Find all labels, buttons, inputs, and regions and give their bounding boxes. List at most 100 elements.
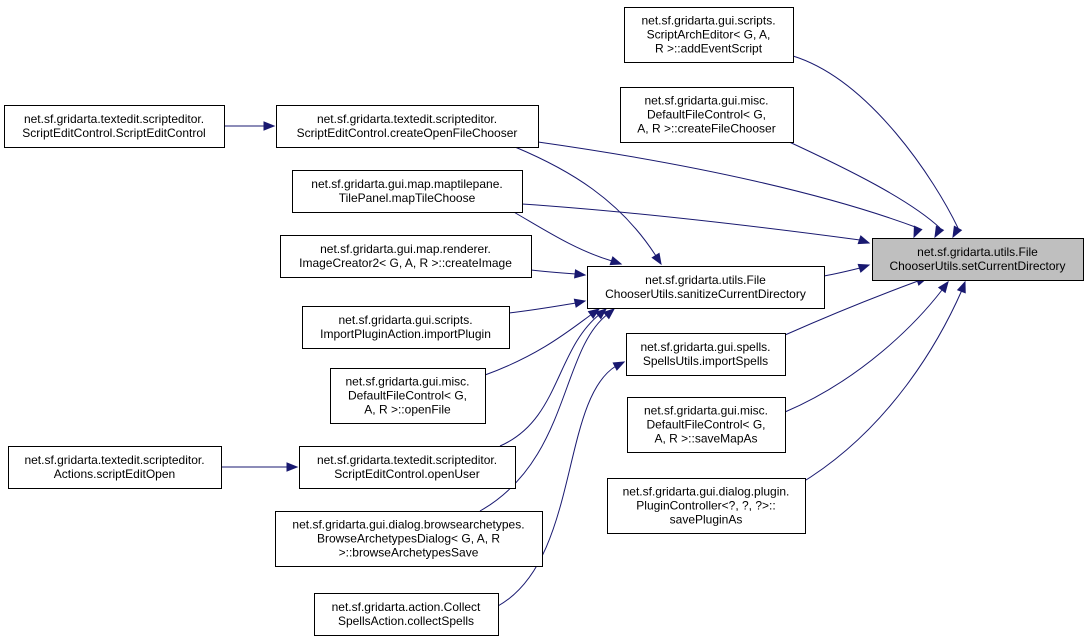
node-label-line: TilePanel.mapTileChoose [339, 191, 476, 205]
edge-sanitizeCurrentDirectory-to-setCurrentDirectory [823, 263, 871, 277]
node-box [280, 235, 532, 278]
edge-line [508, 302, 577, 314]
node-createOpenFileChooser[interactable]: net.sf.gridarta.textedit.scripteditor.Sc… [276, 105, 539, 148]
arrowhead [651, 252, 662, 266]
edge-line [797, 289, 963, 486]
node-box [8, 446, 222, 489]
node-createFileChooser[interactable]: net.sf.gridarta.gui.misc.DefaultFileCont… [620, 87, 794, 143]
node-sanitizeCurrentDirectory[interactable]: net.sf.gridarta.utils.FileChooserUtils.s… [587, 266, 825, 309]
node-importSpells[interactable]: net.sf.gridarta.gui.spells.SpellsUtils.i… [626, 333, 786, 376]
node-label-line: ScriptArchEditor< G, A, [647, 28, 771, 42]
edge-savePluginAs-to-setCurrentDirectory [797, 280, 966, 486]
edge-line [521, 203, 861, 241]
node-box [624, 7, 794, 63]
arrowhead [263, 121, 276, 131]
edge-importPlugin-to-sanitizeCurrentDirectory [508, 298, 587, 314]
node-label-line: net.sf.gridarta.gui.scripts. [641, 14, 775, 28]
node-collectSpells[interactable]: net.sf.gridarta.action.CollectSpellsActi… [314, 593, 499, 636]
node-label-line: savePluginAs [670, 513, 743, 527]
node-ScriptEditControlCtor[interactable]: net.sf.gridarta.textedit.scripteditor.Sc… [4, 105, 225, 148]
edge-line [497, 365, 617, 607]
node-box [299, 446, 516, 489]
node-label-line: ChooserUtils.setCurrentDirectory [889, 259, 1065, 273]
node-setCurrentDirectory: net.sf.gridarta.utils.FileChooserUtils.s… [872, 238, 1084, 281]
node-label-line: ScriptEditControl.ScriptEditControl [22, 126, 205, 140]
edge-mapTileChoose-to-setCurrentDirectory [521, 203, 871, 245]
node-label-line: net.sf.gridarta.textedit.scripteditor. [317, 112, 497, 126]
edge-line [514, 146, 657, 257]
arrowhead [286, 462, 299, 472]
node-savePluginAs[interactable]: net.sf.gridarta.gui.dialog.plugin.Plugin… [607, 478, 806, 534]
node-label-line: DefaultFileControl< G, [348, 389, 467, 403]
arrowhead [952, 225, 963, 239]
node-label-line: ScriptEditControl.openUser [334, 467, 479, 481]
edge-saveMapAs-to-setCurrentDirectory [784, 280, 949, 413]
arrowhead [857, 235, 871, 245]
arrowhead [573, 298, 587, 308]
node-label-line: net.sf.gridarta.textedit.scripteditor. [24, 453, 204, 467]
nodes: net.sf.gridarta.utils.FileChooserUtils.s… [4, 7, 1084, 636]
node-label-line: ScriptEditControl.createOpenFileChooser [297, 126, 518, 140]
edge-scriptEditOpen-to-openUser [221, 462, 299, 472]
arrowhead [857, 263, 871, 273]
node-box [292, 170, 523, 213]
edge-line [511, 210, 613, 262]
node-box [607, 478, 806, 534]
node-createImage[interactable]: net.sf.gridarta.gui.map.renderer.ImageCr… [280, 235, 532, 278]
node-label-line: A, R >::saveMapAs [654, 432, 757, 446]
node-label-line: net.sf.gridarta.gui.map.maptilepane. [311, 177, 502, 191]
node-label-line: PluginController<?, ?, ?>:: [636, 499, 775, 513]
node-label-line: net.sf.gridarta.action.Collect [332, 600, 481, 614]
node-label-line: net.sf.gridarta.gui.scripts. [338, 313, 472, 327]
node-label-line: SpellsUtils.importSpells [643, 354, 768, 368]
edge-createOpenFileChooser-to-sanitizeCurrentDirectory [514, 146, 662, 266]
edge-ScriptEditControlCtor-to-createOpenFileChooser [224, 121, 276, 131]
node-scriptEditOpen[interactable]: net.sf.gridarta.textedit.scripteditor.Ac… [8, 446, 222, 489]
node-label-line: net.sf.gridarta.textedit.scripteditor. [24, 112, 204, 126]
node-label-line: R >::addEventScript [655, 42, 763, 56]
edge-line [784, 139, 941, 229]
node-label-line: A, R >::createFileChooser [637, 122, 775, 136]
edge-line [530, 269, 577, 275]
node-openUser[interactable]: net.sf.gridarta.textedit.scripteditor.Sc… [299, 446, 516, 489]
node-addEventScript[interactable]: net.sf.gridarta.gui.scripts.ScriptArchEd… [624, 7, 794, 63]
edge-line [823, 267, 861, 277]
node-label-line: Actions.scriptEditOpen [54, 467, 175, 481]
node-box [620, 87, 794, 143]
node-browseArchetypesSave[interactable]: net.sf.gridarta.gui.dialog.browsearchety… [275, 511, 543, 567]
node-box [330, 368, 486, 424]
edge-collectSpells-to-importSpells [497, 361, 626, 607]
arrowhead [937, 280, 949, 294]
node-label-line: net.sf.gridarta.textedit.scripteditor. [317, 453, 497, 467]
edge-mapTileChoose-to-sanitizeCurrentDirectory [511, 210, 623, 266]
node-label-line: net.sf.gridarta.gui.misc. [644, 404, 768, 418]
edge-openFile-to-sanitizeCurrentDirectory [484, 308, 601, 376]
edge-line [792, 55, 959, 229]
node-label-line: ImageCreator2< G, A, R >::createImage [299, 256, 512, 270]
edge-line [484, 313, 593, 376]
node-box [275, 511, 543, 567]
node-label-line: net.sf.gridarta.utils.File [917, 245, 1038, 259]
node-box [872, 238, 1084, 281]
edge-addEventScript-to-setCurrentDirectory [792, 55, 963, 239]
arrowhead [609, 256, 623, 266]
node-label-line: net.sf.gridarta.gui.misc. [345, 375, 469, 389]
node-saveMapAs[interactable]: net.sf.gridarta.gui.misc.DefaultFileCont… [627, 397, 786, 453]
node-label-line: net.sf.gridarta.gui.spells. [640, 340, 770, 354]
node-mapTileChoose[interactable]: net.sf.gridarta.gui.map.maptilepane.Tile… [292, 170, 523, 213]
node-openFile[interactable]: net.sf.gridarta.gui.misc.DefaultFileCont… [330, 368, 486, 424]
node-label-line: net.sf.gridarta.gui.dialog.plugin. [623, 485, 790, 499]
arrowhead [602, 308, 616, 320]
arrowhead [913, 225, 923, 239]
edge-line [784, 280, 919, 336]
node-label-line: net.sf.gridarta.utils.File [645, 273, 766, 287]
node-label-line: net.sf.gridarta.gui.dialog.browsearchety… [292, 518, 524, 532]
node-box [276, 105, 539, 148]
node-importPlugin[interactable]: net.sf.gridarta.gui.scripts.ImportPlugin… [302, 306, 510, 349]
edge-line [499, 313, 601, 447]
node-label-line: BrowseArchetypesDialog< G, A, R [317, 532, 500, 546]
arrowhead [574, 269, 587, 279]
node-label-line: SpellsAction.collectSpells [338, 614, 474, 628]
arrowhead [594, 308, 608, 320]
